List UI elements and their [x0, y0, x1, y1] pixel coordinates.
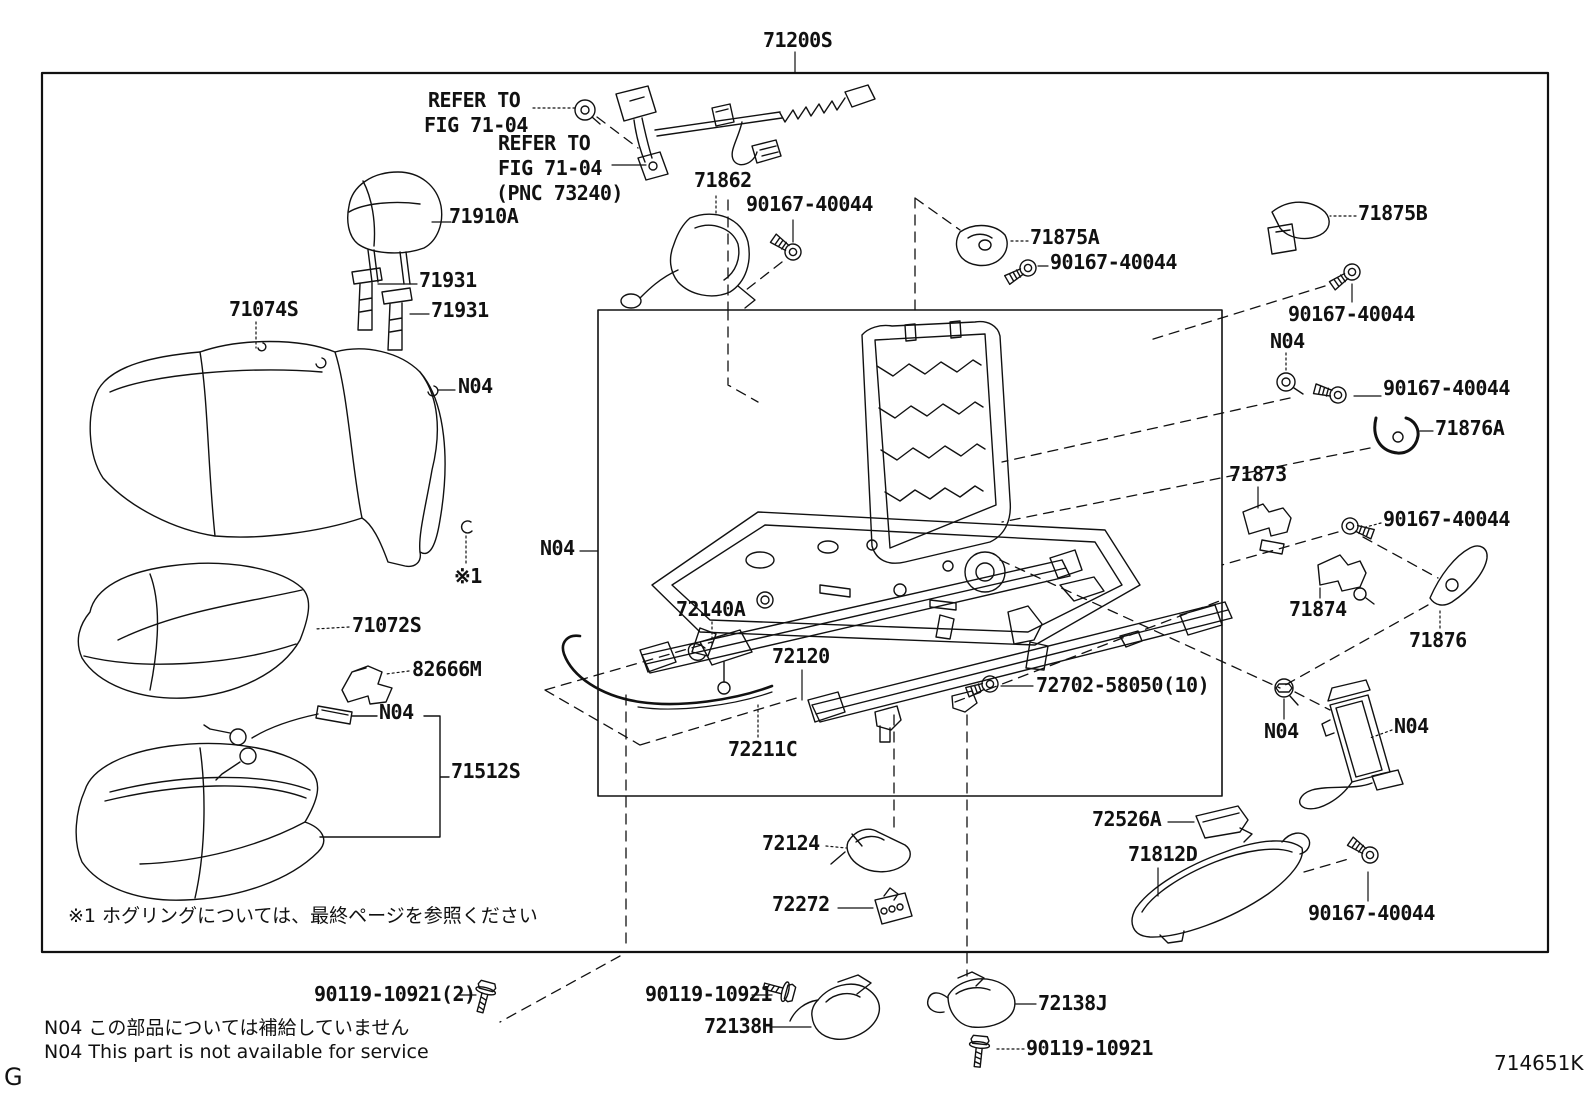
screw-90167-6	[1345, 833, 1382, 867]
part-label-90119-right: 90119-10921	[1026, 1036, 1153, 1060]
cover-72138h-drawing	[789, 974, 881, 1040]
part-label-71200s: 71200S	[763, 28, 833, 52]
headrest-support-drawing	[351, 267, 413, 351]
construction-lines	[499, 116, 1439, 1023]
cushion-cover-drawing	[75, 742, 325, 901]
wire-n04-drawing	[203, 705, 353, 781]
connector-72272-drawing	[874, 887, 913, 925]
part-label-82666m: 82666M	[412, 657, 482, 681]
part-label-90119-center: 90119-10921	[645, 982, 772, 1006]
part-71862-drawing	[620, 213, 756, 309]
hog-ring-ref-mark: ※1	[454, 564, 482, 588]
part-label-71812d: 71812D	[1128, 842, 1198, 866]
part-label-71873: 71873	[1229, 462, 1287, 486]
part-label-71072s: 71072S	[352, 613, 422, 637]
part-label-71876: 71876	[1409, 628, 1467, 652]
cap-72526a-drawing	[1195, 805, 1253, 843]
part-label-72702: 72702-58050(10)	[1036, 673, 1210, 697]
part-label-71875a: 71875A	[1030, 225, 1100, 249]
leader-lines	[255, 51, 1441, 1050]
part-label-n04-3: N04	[540, 536, 575, 560]
headrest-drawing	[347, 171, 443, 285]
part-label-72272: 72272	[772, 892, 830, 916]
part-label-71862: 71862	[694, 168, 752, 192]
lever-71876-drawing	[1429, 545, 1488, 606]
part-label-72140a: 72140A	[676, 597, 746, 621]
part-label-90119-left: 90119-10921(2)	[314, 982, 476, 1006]
part-label-n04-4: N04	[379, 700, 414, 724]
seatbelt-buckle-drawing	[615, 84, 876, 181]
part-71875a-drawing	[955, 224, 1008, 267]
rail-72140a-drawing	[639, 549, 1083, 695]
part-label-n04-1: N04	[1270, 329, 1305, 353]
hog-ring-note: ※1 ホグリングについては、最終ページを参照ください	[68, 905, 538, 927]
label-bracket-71512s	[319, 715, 450, 838]
hog-ring-drawing	[460, 520, 473, 534]
part-71875b-drawing	[1267, 201, 1330, 255]
refer-note-1-line1: REFER TO	[428, 88, 521, 112]
rod-72211c-drawing	[561, 634, 774, 710]
screw-90167-5	[1339, 515, 1376, 543]
part-label-72120: 72120	[772, 644, 830, 668]
hook-71876a-drawing	[1373, 416, 1420, 455]
part-label-71875b: 71875B	[1358, 201, 1428, 225]
part-label-71931-2: 71931	[431, 298, 489, 322]
part-label-72526a: 72526A	[1092, 807, 1162, 831]
bracket-71874-drawing	[1317, 554, 1375, 605]
seat-frame-drawing	[651, 320, 1141, 671]
part-label-71074s: 71074S	[229, 297, 299, 321]
part-label-90167-1: 90167-40044	[746, 192, 873, 216]
part-label-72124: 72124	[762, 831, 820, 855]
refer-note-1-line2: FIG 71-04	[424, 113, 528, 137]
part-label-90167-5: 90167-40044	[1383, 507, 1510, 531]
part-label-71910a: 71910A	[449, 204, 519, 228]
part-label-71874: 71874	[1289, 597, 1347, 621]
drawing-number: 714651K	[1494, 1051, 1584, 1075]
part-label-n04-2: N04	[458, 374, 493, 398]
screw-90167-2	[1002, 256, 1040, 288]
part-label-72211c: 72211C	[728, 737, 798, 761]
clip-72124-drawing	[830, 828, 911, 873]
seatback-cover-drawing	[89, 340, 446, 568]
bracket-71873-drawing	[1242, 503, 1292, 555]
refer-note-2-line3: (PNC 73240)	[496, 181, 623, 205]
part-label-n04-6: N04	[1394, 714, 1429, 738]
part-label-90167-2: 90167-40044	[1050, 250, 1177, 274]
part-label-n04-5: N04	[1264, 719, 1299, 743]
screw-90167-3	[1327, 260, 1364, 294]
refer-note-2-line2: FIG 71-04	[498, 156, 602, 180]
shield-71812d-drawing	[1131, 832, 1311, 944]
refer-to-screw-drawing	[574, 99, 601, 125]
part-label-71876a: 71876A	[1435, 416, 1505, 440]
corner-mark: G	[4, 1063, 23, 1091]
part-label-90167-3: 90167-40044	[1288, 302, 1415, 326]
part-label-90167-6: 90167-40044	[1308, 901, 1435, 925]
airbag-sensor-drawing	[1298, 679, 1404, 810]
part-label-72138h: 72138H	[704, 1014, 774, 1038]
part-label-71512s: 71512S	[451, 759, 521, 783]
n04-note-japanese: N04 この部品については補給していません	[44, 1017, 410, 1039]
inner-box	[597, 309, 1223, 797]
bolt-90119-right	[966, 1034, 992, 1069]
rail-72120-drawing	[807, 601, 1233, 743]
n04-note-english: N04 This part is not available for servi…	[44, 1041, 429, 1063]
bolt-n04-drawing	[1274, 678, 1299, 706]
bracket-82666m-drawing	[341, 665, 393, 705]
refer-note-2-line1: REFER TO	[498, 131, 591, 155]
part-label-72138j: 72138J	[1038, 991, 1108, 1015]
cover-72138j-drawing	[927, 971, 1016, 1028]
cushion-pad-drawing	[77, 562, 310, 699]
clip-n04-top-drawing	[1276, 372, 1304, 395]
screw-90167-1	[768, 230, 805, 264]
part-label-90167-4: 90167-40044	[1383, 376, 1510, 400]
part-label-71931-1: 71931	[419, 268, 477, 292]
screw-90167-4	[1312, 380, 1349, 406]
